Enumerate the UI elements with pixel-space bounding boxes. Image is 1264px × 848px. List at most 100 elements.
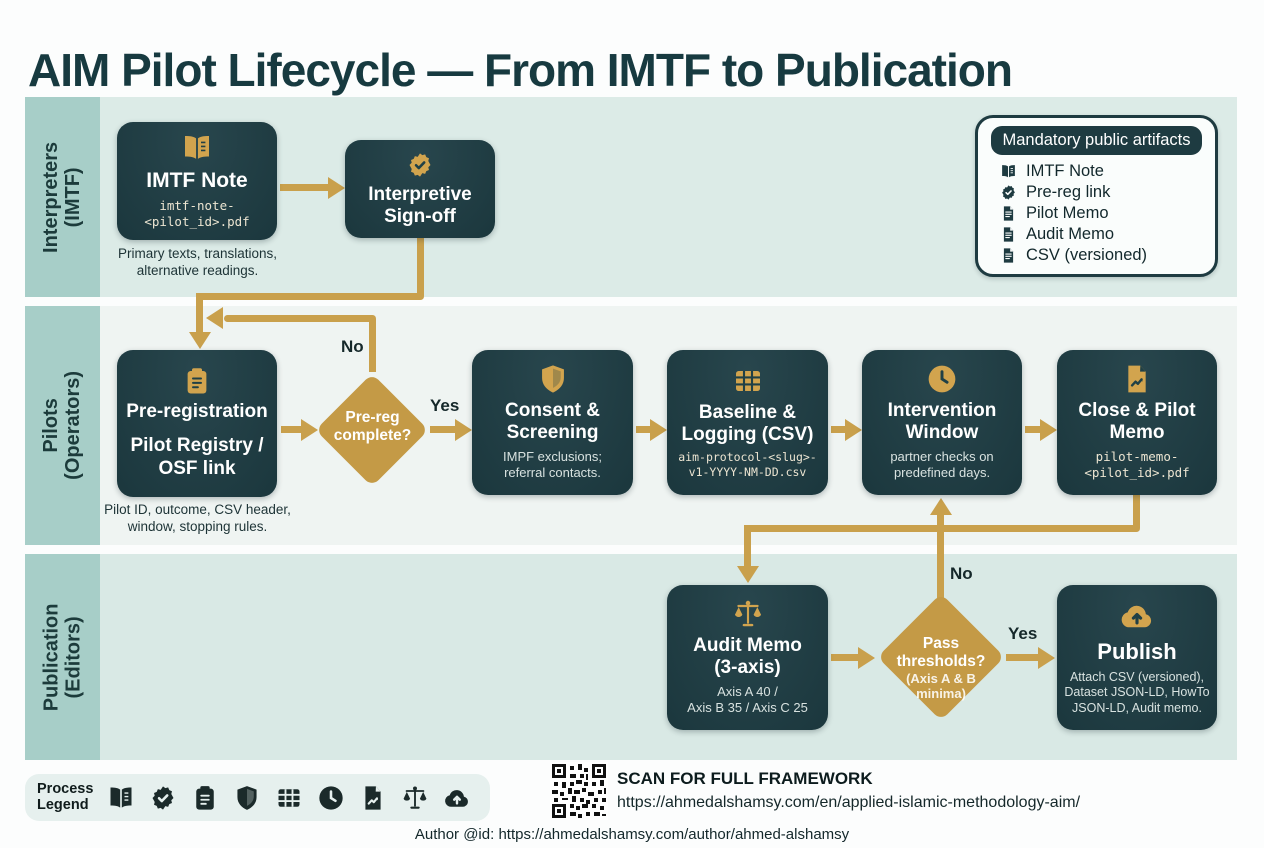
page-title: AIM Pilot Lifecycle — From IMTF to Publi…: [28, 43, 1013, 96]
arrow-segment: [744, 525, 751, 567]
node-subtitle: Pilot Registry / OSF link: [130, 435, 264, 479]
arrow-segment: [224, 315, 376, 322]
scan-heading: SCAN FOR FULL FRAMEWORK: [617, 769, 873, 788]
arrow-head: [930, 498, 952, 515]
shield-icon: [537, 363, 569, 395]
artifact-label: CSV (versioned): [1026, 246, 1148, 264]
artifact-label: Pre-reg link: [1026, 183, 1111, 201]
arrow-head: [737, 566, 759, 583]
table-icon: [732, 365, 764, 397]
table-icon: [275, 784, 303, 812]
scan-url: https://ahmedalshamsy.com/en/applied-isl…: [617, 794, 1081, 811]
arrow-head: [858, 647, 875, 669]
badge-check-icon: [406, 151, 434, 179]
decision-thresholds-no-label: No: [950, 564, 973, 583]
node-note: partner checks on predefined days.: [890, 449, 994, 481]
node-consent-screening: Consent & Screening IMPF exclusions; ref…: [472, 350, 633, 495]
node-filename: aim-protocol-<slug>- v1-YYYY-NM-DD.csv: [678, 450, 817, 480]
arrow-segment: [831, 654, 858, 661]
badge-check-icon: [149, 784, 177, 812]
file-chart-icon: [359, 784, 387, 812]
arrow-head: [1040, 419, 1057, 441]
node-title: Consent & Screening: [505, 400, 600, 444]
node-intervention-window: Intervention Window partner checks on pr…: [862, 350, 1022, 495]
decision-prereg-no-label: No: [341, 337, 364, 356]
book-open-icon: [1000, 163, 1017, 180]
arrow-head: [845, 419, 862, 441]
imtf-note-caption: Primary texts, translations, alternative…: [117, 246, 278, 278]
process-legend-label: Process Legend: [37, 780, 94, 813]
arrow-segment: [1025, 426, 1040, 433]
cloud-upload-icon: [443, 784, 471, 812]
node-title: Pre-registration: [126, 401, 268, 423]
arrow-head: [650, 419, 667, 441]
node-title: Interpretive Sign-off: [368, 183, 472, 227]
arrow-head: [189, 332, 211, 349]
node-close-pilot-memo: Close & Pilot Memo pilot-memo- <pilot_id…: [1057, 350, 1217, 495]
clock-icon: [926, 363, 958, 395]
lane-label-text: Publication (Editors): [40, 603, 85, 711]
arrow-segment: [280, 184, 328, 191]
node-title: Baseline & Logging (CSV): [681, 401, 814, 445]
lane-label-text: Pilots (Operators): [40, 371, 85, 480]
arrow-segment: [831, 426, 845, 433]
arrow-segment: [937, 513, 944, 599]
qr-code: [550, 762, 608, 820]
arrow-segment: [281, 426, 301, 433]
arrow-head: [1038, 647, 1055, 669]
arrow-head: [301, 419, 318, 441]
scale-icon: [401, 784, 429, 812]
node-note: Axis A 40 / Axis B 35 / Axis C 25: [687, 684, 808, 716]
file-chart-icon: [1121, 363, 1153, 395]
node-audit-memo: Audit Memo (3-axis) Axis A 40 / Axis B 3…: [667, 585, 828, 730]
decision-prereg-label: Pre-reg complete?: [333, 409, 412, 444]
arrow-head: [455, 419, 472, 441]
arrow-segment: [430, 426, 455, 433]
lane-label-interpreters: Interpreters (IMTF): [25, 97, 100, 297]
arrow-segment: [1006, 654, 1038, 661]
node-imtf-note: IMTF Note imtf-note- <pilot_id>.pdf: [117, 122, 277, 240]
arrow-segment: [369, 319, 376, 372]
node-note: Attach CSV (versioned), Dataset JSON-LD,…: [1064, 669, 1210, 715]
book-open-icon: [181, 132, 213, 164]
author-line: Author @id: https://ahmedalshamsy.com/au…: [414, 826, 850, 843]
node-note: IMPF exclusions; referral contacts.: [503, 449, 602, 481]
node-publish: Publish Attach CSV (versioned), Dataset …: [1057, 585, 1217, 730]
artifact-item: IMTF Note: [1000, 162, 1215, 181]
artifact-item: Audit Memo: [1000, 225, 1215, 244]
file-text-icon: [1000, 205, 1017, 222]
book-open-icon: [107, 784, 135, 812]
artifacts-panel-title: Mandatory public artifacts: [991, 126, 1202, 155]
artifact-item: CSV (versioned): [1000, 246, 1215, 265]
decision-prereg-yes-label: Yes: [430, 396, 460, 415]
artifact-item: Pilot Memo: [1000, 204, 1215, 223]
arrow-head: [328, 177, 345, 199]
pre-registration-caption: Pilot ID, outcome, CSV header, window, s…: [104, 502, 291, 534]
lane-label-publication: Publication (Editors): [25, 554, 100, 760]
node-filename: pilot-memo- <pilot_id>.pdf: [1084, 449, 1190, 481]
node-title: Close & Pilot Memo: [1078, 400, 1196, 444]
node-title: Intervention Window: [887, 400, 997, 444]
shield-icon: [233, 784, 261, 812]
arrow-segment: [636, 426, 650, 433]
artifact-label: Pilot Memo: [1026, 204, 1109, 222]
lane-label-pilots: Pilots (Operators): [25, 306, 100, 545]
arrow-head: [206, 307, 223, 329]
file-text-icon: [1000, 226, 1017, 243]
node-title: Audit Memo (3-axis): [693, 635, 802, 679]
cloud-upload-icon: [1119, 598, 1155, 634]
decision-thresholds-yes-label: Yes: [1008, 624, 1038, 643]
arrow-segment: [1133, 495, 1140, 528]
arrow-segment: [417, 238, 424, 296]
arrow-segment: [196, 293, 203, 333]
node-title: IMTF Note: [146, 168, 248, 192]
arrow-segment: [196, 293, 424, 300]
artifacts-panel: Mandatory public artifacts IMTF Note Pre…: [975, 115, 1218, 277]
clipboard-icon: [182, 366, 212, 396]
artifact-label: IMTF Note: [1026, 162, 1104, 180]
decision-thresholds-question: Pass thresholds?: [896, 634, 986, 670]
lane-label-text: Interpreters (IMTF): [40, 141, 85, 253]
clock-icon: [317, 784, 345, 812]
lane-publication: Publication (Editors): [25, 554, 1237, 760]
node-pre-registration: Pre-registration Pilot Registry / OSF li…: [117, 350, 277, 497]
